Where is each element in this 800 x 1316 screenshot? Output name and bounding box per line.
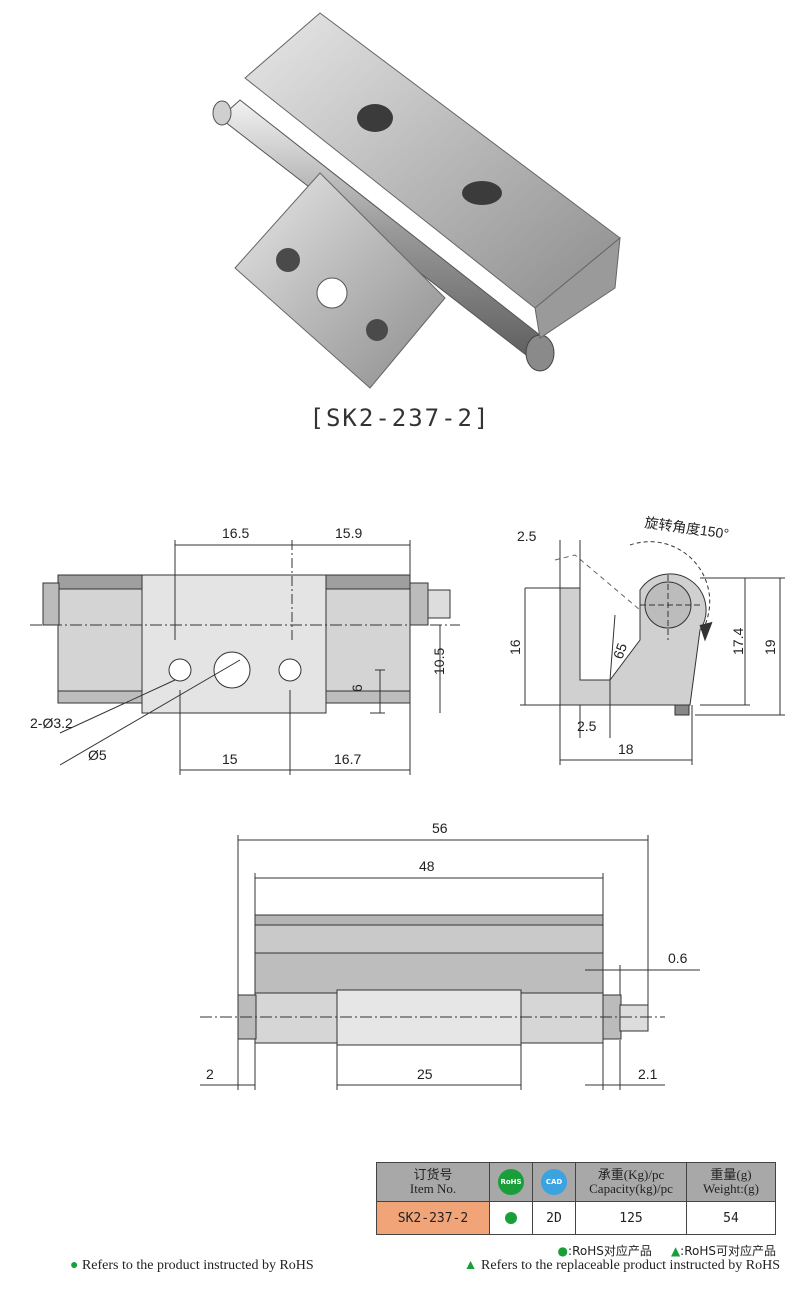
dim-2-5-bottom: 2.5 <box>577 718 597 734</box>
item-number-cell: SK2-237-2 <box>376 1201 490 1235</box>
dim-2-5-top: 2.5 <box>517 528 537 544</box>
rohs-cell <box>489 1201 533 1235</box>
dim-16: 16 <box>507 639 523 655</box>
dim-19: 19 <box>762 639 778 655</box>
rotation-angle-label: 旋转角度150° <box>644 514 730 542</box>
dim-16-7: 16.7 <box>334 751 361 767</box>
dim-holes-3-2: 2-Ø3.2 <box>30 715 73 731</box>
rohs-dot-icon <box>505 1212 517 1224</box>
model-caption: [SK2-237-2] <box>309 404 491 432</box>
dim-2-1: 2.1 <box>638 1066 658 1082</box>
cad-icon: CAD <box>541 1169 567 1195</box>
legend-cn: ●:RoHS对应产品 ▲:RoHS可对应产品 <box>557 1244 776 1258</box>
triangle-icon: ▲ <box>463 1258 478 1273</box>
dim-18: 18 <box>618 741 634 757</box>
dim-25: 25 <box>417 1066 433 1082</box>
dim-0-6: 0.6 <box>668 950 688 966</box>
header-rohs: RoHS <box>489 1162 533 1202</box>
table-row: SK2-237-2 2D 125 54 <box>376 1201 776 1235</box>
header-cad: CAD <box>532 1162 576 1202</box>
cad-cell: 2D <box>532 1201 576 1235</box>
dim-15-9: 15.9 <box>335 525 362 541</box>
legend-en: ● Refers to the product instructed by Ro… <box>70 1258 780 1273</box>
circle-icon: ● <box>70 1258 79 1273</box>
dim-15: 15 <box>222 751 238 767</box>
dim-10-5: 10.5 <box>431 648 447 675</box>
dim-2: 2 <box>206 1066 214 1082</box>
dim-angle-65: 65 <box>610 641 630 661</box>
triangle-icon: ▲ <box>670 1244 681 1258</box>
product-photo <box>212 12 621 389</box>
spec-table: 订货号 Item No. RoHS CAD 承重(Kg)/pc Capacity… <box>376 1162 776 1235</box>
capacity-cell: 125 <box>575 1201 687 1235</box>
weight-cell: 54 <box>686 1201 776 1235</box>
dim-48: 48 <box>419 858 435 874</box>
dim-16-5: 16.5 <box>222 525 249 541</box>
dim-hole-5: Ø5 <box>88 747 107 763</box>
dim-6: 6 <box>349 684 365 692</box>
dim-17-4: 17.4 <box>730 628 746 655</box>
circle-icon: ● <box>557 1244 569 1258</box>
rohs-icon: RoHS <box>498 1169 524 1195</box>
spec-table-header: 订货号 Item No. RoHS CAD 承重(Kg)/pc Capacity… <box>376 1162 776 1202</box>
dim-56: 56 <box>432 820 448 836</box>
header-capacity: 承重(Kg)/pc Capacity(kg)/pc <box>575 1162 687 1202</box>
header-item: 订货号 Item No. <box>376 1162 490 1202</box>
header-weight: 重量(g) Weight:(g) <box>686 1162 776 1202</box>
